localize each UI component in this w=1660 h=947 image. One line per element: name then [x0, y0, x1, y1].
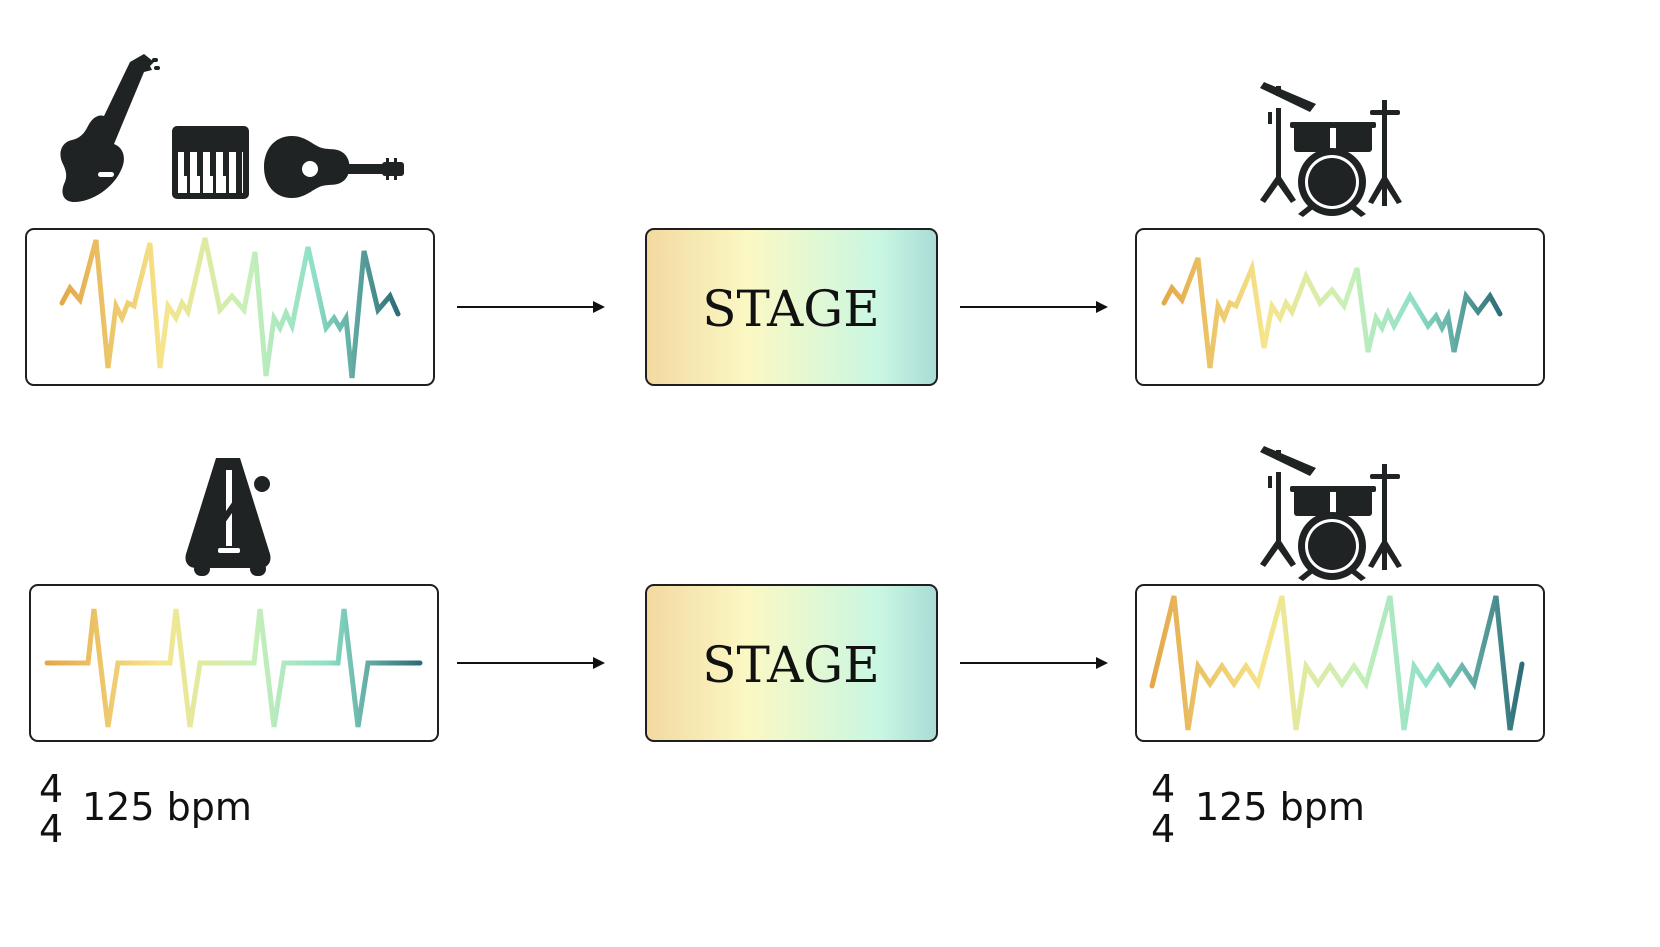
acoustic-guitar-icon	[264, 136, 404, 198]
metronome-icon	[185, 458, 271, 576]
input-metronome-waveform	[44, 608, 423, 728]
drum-kit-icon	[1260, 82, 1402, 217]
output-drums-waveform-bottom	[1149, 595, 1525, 731]
output-drums-waveform-box-top	[1135, 228, 1545, 386]
stage-box-top	[645, 228, 938, 386]
stage-label-bottom: STAGE	[702, 636, 879, 694]
input-mixture-waveform	[59, 237, 401, 379]
output-drums-waveform-top	[1161, 257, 1503, 369]
stage-label-top: STAGE	[702, 280, 879, 338]
bpm-label: 125 bpm	[82, 785, 252, 829]
time-signature-top: 4	[39, 767, 63, 811]
input-mixture-waveform-box	[25, 228, 435, 386]
drum-kit-icon	[1260, 446, 1402, 581]
time-signature-bottom: 4	[39, 807, 63, 851]
stage-box-bottom	[645, 584, 938, 742]
time-signature-bottom: 4	[1151, 807, 1175, 851]
bpm-label: 125 bpm	[1195, 785, 1365, 829]
tempo-label-output: 4 4 125 bpm	[1151, 767, 1365, 851]
tempo-label-input: 4 4 125 bpm	[39, 767, 252, 851]
time-signature-top: 4	[1151, 767, 1175, 811]
output-drums-waveform-box-bottom	[1135, 584, 1545, 742]
piano-keyboard-icon	[172, 126, 249, 199]
electric-guitar-icon	[60, 54, 160, 202]
